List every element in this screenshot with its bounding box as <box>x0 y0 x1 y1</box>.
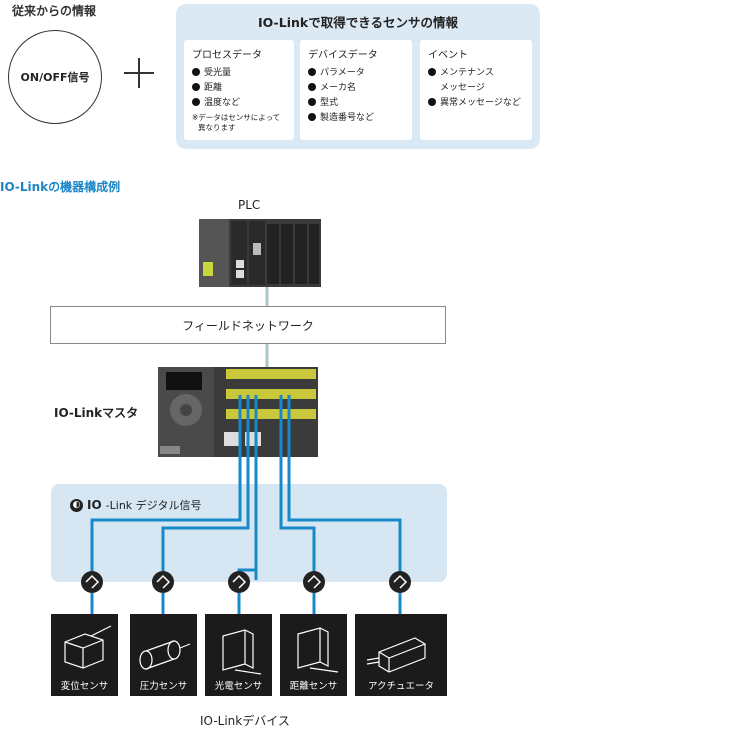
list-item: パラメータ <box>308 66 404 81</box>
bullet-icon <box>308 113 316 121</box>
cable-actuator <box>287 395 402 580</box>
list-item-text: メーカ名 <box>320 83 357 93</box>
field-network-label: フィールドネットワーク <box>182 318 314 333</box>
iolink-master-unit <box>158 367 318 457</box>
bullet-icon <box>192 98 200 106</box>
device-data-card: デバイスデータ パラメータ メーカ名 型式 製造番号など <box>300 40 412 140</box>
displacement-sensor-icon <box>64 625 112 669</box>
list-item-text: メッセージ <box>440 83 485 93</box>
device-label: 変位センサ <box>60 681 109 692</box>
plus-icon <box>122 56 156 90</box>
card-title: イベント <box>428 50 468 61</box>
list-item-text: 受光量 <box>204 68 232 78</box>
device-actuator: アクチュエータ <box>355 614 447 696</box>
iolink-info-title: IO-Linkで取得できるセンサの情報 <box>258 15 458 30</box>
device-label: 光電センサ <box>214 681 263 692</box>
card-note: ※データはセンサによって 異なります <box>192 113 286 133</box>
event-card: イベント メンテナンス メッセージ 異常メッセージなど <box>420 40 532 140</box>
bullet-icon <box>428 98 436 106</box>
actuator-icon <box>366 637 426 673</box>
digital-signal-label: ◐ IO-Link デジタル信号 <box>70 497 201 513</box>
card-title: プロセスデータ <box>192 50 262 61</box>
list-item: メーカ名 <box>308 81 404 96</box>
photoelectric-sensor-icon <box>222 629 262 675</box>
list-item-text: パラメータ <box>320 68 365 78</box>
onoff-signal-text: ON/OFF信号 <box>20 71 90 84</box>
list-item-text: メンテナンス <box>440 68 494 78</box>
list-item: 温度など <box>192 96 286 111</box>
bullet-icon <box>308 98 316 106</box>
device-pressure-sensor: 圧力センサ <box>130 614 197 696</box>
plc-label: PLC <box>238 198 261 212</box>
device-label: 圧力センサ <box>139 681 188 692</box>
list-item: 受光量 <box>192 66 286 81</box>
device-label: アクチュエータ <box>367 681 435 692</box>
bullet-icon <box>192 68 200 76</box>
list-item-text: 距離 <box>204 83 223 93</box>
bullet-icon <box>428 68 436 76</box>
list-item-text: 型式 <box>320 98 339 108</box>
distance-sensor-icon <box>297 627 339 673</box>
cable-distance <box>279 395 316 580</box>
onoff-signal-circle: ON/OFF信号 <box>8 30 102 124</box>
iolink-brand-text: IO <box>87 498 102 512</box>
card-title: デバイスデータ <box>308 50 378 61</box>
configuration-title: IO-Linkの機器構成例 <box>0 180 121 194</box>
list-item-text: 温度など <box>204 98 241 108</box>
process-data-card: プロセスデータ 受光量 距離 温度など ※データはセンサによって 異なります <box>184 40 294 140</box>
device-photoelectric-sensor: 光電センサ <box>205 614 272 696</box>
devices-caption: IO-Linkデバイス <box>200 714 290 728</box>
signal-label-text: -Link デジタル信号 <box>105 499 202 512</box>
device-distance-sensor: 距離センサ <box>280 614 347 696</box>
list-item: 製造番号など <box>308 111 404 126</box>
list-item: 異常メッセージなど <box>428 96 524 111</box>
list-item: メンテナンス <box>428 66 524 81</box>
cable-pressure <box>161 395 250 580</box>
list-item-text: 異常メッセージなど <box>440 98 521 108</box>
connector-icon <box>152 571 174 593</box>
connector-icon <box>81 571 103 593</box>
conventional-heading: 従来からの情報 <box>12 4 97 18</box>
pressure-sensor-icon <box>139 640 191 670</box>
connector-icon <box>303 571 325 593</box>
iolink-info-panel: IO-Linkで取得できるセンサの情報 プロセスデータ 受光量 距離 温度など … <box>176 4 540 149</box>
cable-displacement <box>90 395 242 580</box>
plc-unit <box>199 219 321 287</box>
connector-icon <box>228 571 250 593</box>
connector-icon <box>389 571 411 593</box>
note-line: 異なります <box>198 123 236 132</box>
iolink-cables <box>90 395 402 614</box>
note-line: ※データはセンサによって <box>192 113 281 122</box>
list-item: メッセージ <box>428 81 524 96</box>
iolink-logo-icon: ◐ <box>70 498 83 512</box>
list-item-text: 製造番号など <box>320 113 375 123</box>
bullet-icon <box>308 83 316 91</box>
list-item: 型式 <box>308 96 404 111</box>
bullet-icon <box>192 83 200 91</box>
master-label: IO-Linkマスタ <box>54 406 139 420</box>
device-label: 距離センサ <box>289 681 338 692</box>
field-network-box: フィールドネットワーク <box>50 306 446 344</box>
device-displacement-sensor: 変位センサ <box>51 614 118 696</box>
bullet-icon <box>308 68 316 76</box>
list-item: 距離 <box>192 81 286 96</box>
